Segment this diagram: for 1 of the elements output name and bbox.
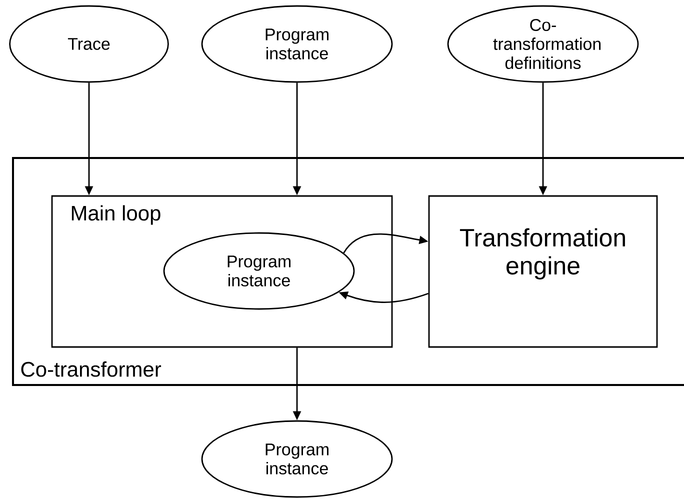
process-box: Transformation engine <box>428 195 658 348</box>
